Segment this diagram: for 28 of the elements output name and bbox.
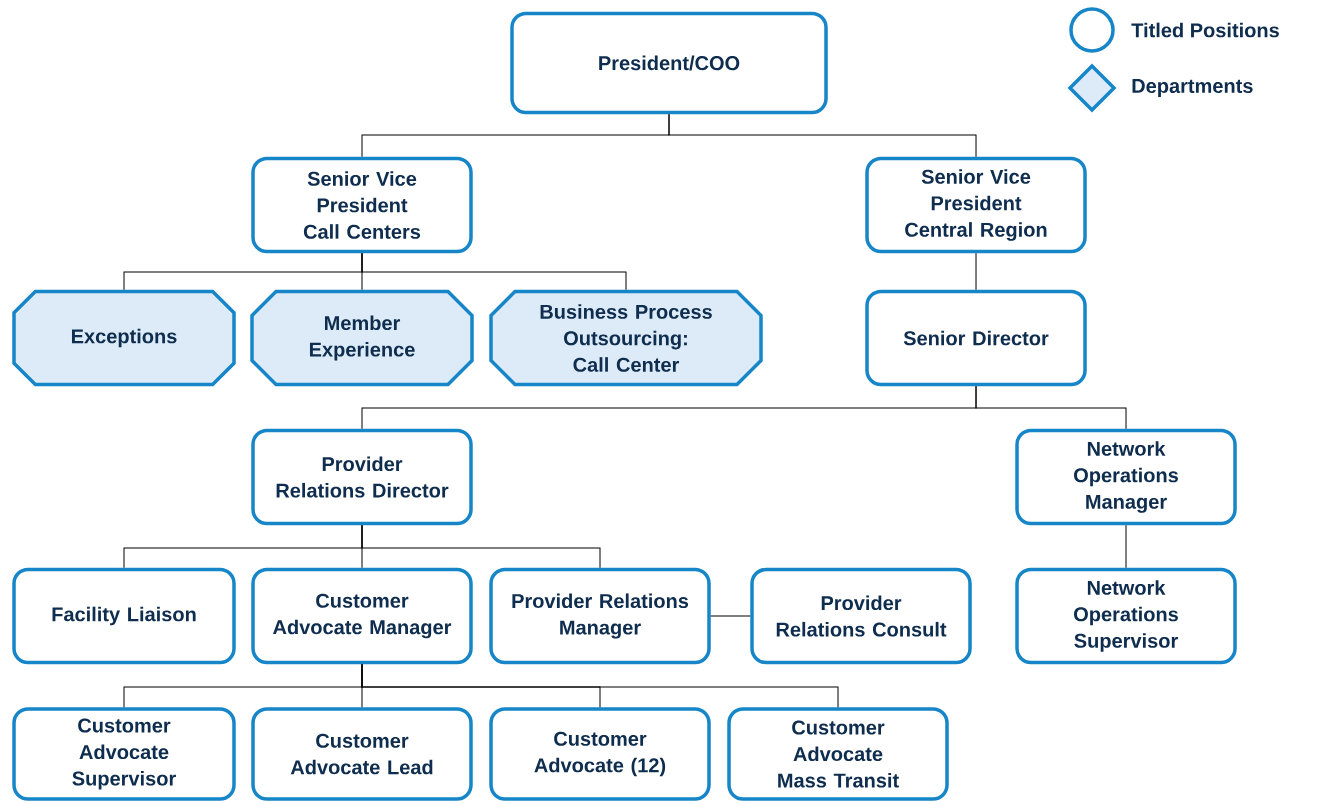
position-box: Customer Advocate (12): [489, 707, 711, 801]
legend-label: Departments: [1132, 79, 1253, 97]
position-box: Network Operations Manager: [1015, 428, 1237, 526]
position-box: Customer Advocate Mass Transit: [727, 707, 949, 801]
connector-line: [361, 524, 601, 569]
position-box: Customer Advocate Supervisor: [12, 707, 236, 801]
connector-line: [361, 663, 839, 708]
department-box: Member Experience: [250, 289, 474, 387]
department-box: Exceptions: [12, 289, 236, 387]
department-box: Business Process Outsourcing: Call Center: [489, 289, 763, 387]
legend-label: Titled Positions: [1131, 22, 1279, 38]
connector-line: [710, 615, 751, 617]
position-box: Provider Relations Director: [251, 428, 473, 526]
connector-line: [975, 252, 977, 291]
position-box: Provider Relations Manager: [489, 567, 711, 665]
connector-line: [1125, 524, 1127, 569]
position-box: Senior Vice President Call Centers: [251, 156, 473, 254]
position-box: Customer Advocate Manager: [251, 567, 473, 665]
connector-line: [361, 252, 627, 291]
position-box: Senior Vice President Central Region: [865, 156, 1087, 254]
position-box: Provider Relations Consult: [750, 567, 972, 665]
connector-line: [668, 113, 977, 158]
position-box: Network Operations Supervisor: [1015, 567, 1237, 665]
position-box: Senior Director: [865, 289, 1087, 387]
position-box: Facility Liaison: [12, 567, 236, 665]
connector-line: [975, 385, 1127, 430]
position-box: President/COO: [510, 11, 828, 115]
position-box: Customer Advocate Lead: [251, 707, 473, 801]
